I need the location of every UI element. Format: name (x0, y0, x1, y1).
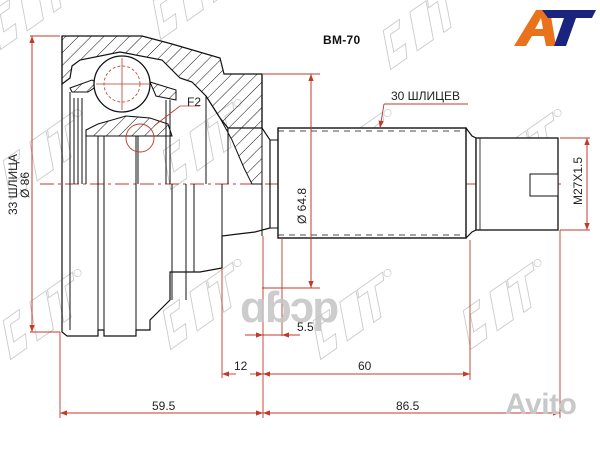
splined-shaft (270, 127, 559, 239)
fillet-label: F2 (187, 95, 201, 109)
part-number: BM-70 (323, 33, 361, 47)
avito-watermark: Avito (505, 388, 577, 422)
dim-60: 60 (358, 359, 372, 373)
dim-5-5: 5.5 (297, 320, 314, 334)
shaft-diameter-label: Ø 64.8 (295, 188, 309, 224)
thread-label: M27X1.5 (571, 157, 585, 205)
dimension-labels: 33 ШЛИЦА Ø 86 Ø 64.8 M27X1.5 30 ШЛИЦЕВ F… (6, 89, 585, 413)
dim-12: 12 (234, 359, 248, 373)
outer-diameter-label: Ø 86 (18, 172, 32, 198)
left-splines-label: 33 ШЛИЦА (6, 154, 20, 215)
dim-59-5: 59.5 (152, 399, 176, 413)
dim-86-5: 86.5 (396, 399, 420, 413)
store-watermark-text: ɑɓɔp (240, 283, 339, 332)
logo-a-shape (514, 10, 556, 46)
shaft-splines-label: 30 ШЛИЦЕВ (391, 89, 460, 103)
store-watermark: ɑɓɔp (240, 283, 339, 333)
bell-housing (61, 35, 271, 337)
at-logo (514, 10, 596, 46)
avito-watermark-text: Avito (505, 388, 577, 421)
logo-t-shape (542, 10, 596, 46)
dimension-lines (29, 35, 590, 418)
